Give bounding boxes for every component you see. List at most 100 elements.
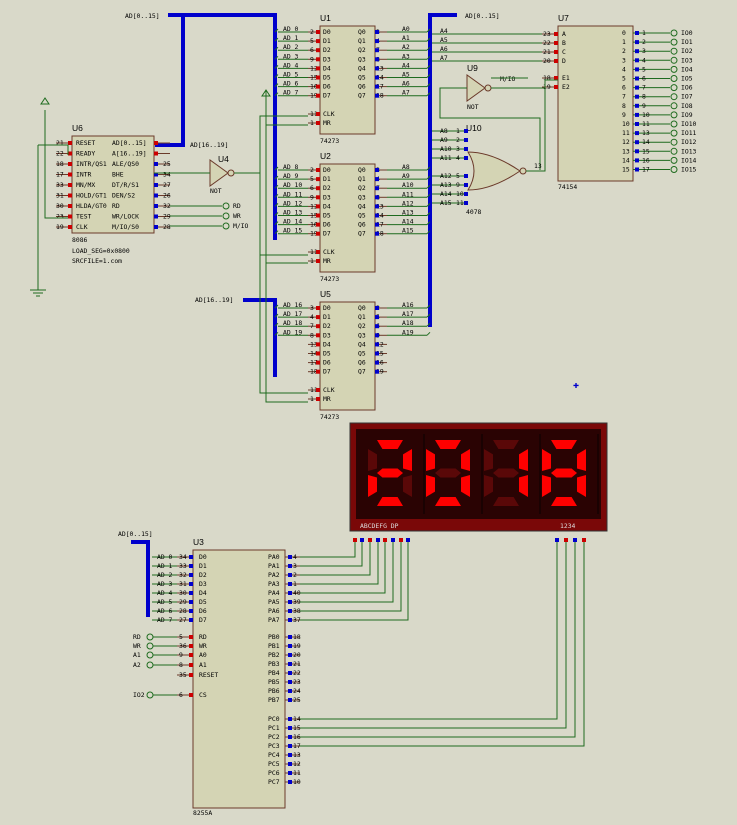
pin-marker: [68, 183, 72, 187]
gate-u9[interactable]: U9 NOT M/IO: [439, 63, 558, 170]
pin-marker: [554, 59, 558, 63]
pin-marker: [288, 771, 292, 775]
pin-marker: [464, 147, 468, 151]
pin-marker: [288, 762, 292, 766]
u7-out-label: 6: [622, 84, 626, 92]
segment-f: [484, 449, 493, 471]
u3-pb-label: PB0: [268, 633, 280, 641]
pin-marker: [375, 351, 379, 356]
chip-u5-body[interactable]: [319, 301, 376, 411]
u7-e-pin: 19: [543, 83, 551, 91]
chip-u5-ref: U5: [320, 289, 331, 299]
u10-in-pin: 9: [456, 181, 460, 189]
u3-pc-label: PC0: [268, 715, 280, 723]
pin-marker: [464, 156, 468, 160]
net-label-in: AD 9: [283, 172, 299, 180]
u7-e-label: E2: [562, 83, 570, 91]
u3-pa-pin: 1: [293, 580, 297, 588]
gate-u9-body[interactable]: [466, 74, 486, 102]
net-label-in: AD 0: [283, 25, 299, 33]
u3-ctl-net: A1: [133, 651, 141, 659]
gate-u10-out-pin: 13: [534, 162, 542, 170]
gate-u4[interactable]: U4 NOT: [154, 115, 308, 394]
u7-out-pin: 8: [642, 93, 646, 101]
latch-pin-in: 6: [310, 46, 314, 54]
latch-pin-mr: 1: [310, 257, 314, 265]
pin-marker: [288, 564, 292, 568]
u7-out-net: IO0: [681, 29, 693, 37]
u3-ctl-pin: 36: [179, 642, 187, 650]
latch-q-label: Q1: [358, 313, 366, 321]
latch-d-label: D5: [323, 74, 331, 82]
pin-marker: [288, 635, 292, 639]
chip-u1[interactable]: U174273D0Q023AD 0A0D1Q154AD 1A1D2Q267AD …: [274, 13, 431, 145]
pin-marker: [189, 693, 193, 697]
latch-d-label: D3: [323, 331, 331, 339]
pin-marker: [154, 141, 158, 145]
segment-a: [435, 440, 461, 449]
latch-d-label: D6: [323, 221, 331, 229]
chip-u1-body[interactable]: [319, 25, 376, 135]
chip-u5-part: 74273: [320, 413, 339, 421]
u7-out-pin: 11: [642, 120, 650, 128]
latch-q-label: Q3: [358, 193, 366, 201]
net-label-in: AD 12: [283, 199, 302, 207]
u3-ctl-label: RD: [199, 633, 207, 641]
net-label-out: A19: [402, 328, 414, 336]
u3-pb-pin: 18: [293, 633, 301, 641]
chip-u3-body[interactable]: [192, 549, 286, 809]
chip-u2-body[interactable]: [319, 163, 376, 273]
pin-marker: [635, 131, 639, 136]
latch-d-label: D2: [323, 184, 331, 192]
chip-u7-body[interactable]: [557, 25, 634, 182]
u7-out-pin: 1: [642, 29, 646, 37]
segment-b: [403, 449, 412, 471]
u3-pa-pin: 3: [293, 562, 297, 570]
u3-pa-label: PA1: [268, 562, 280, 570]
bus-u5-in: [243, 298, 277, 377]
u3-pb-label: PB2: [268, 651, 280, 659]
u7-in-net: A6: [440, 45, 448, 53]
u7-out-net: IO8: [681, 102, 693, 110]
chip-u7-part: 74154: [558, 183, 577, 191]
bus-label-u5-in: AD[16..19]: [195, 296, 233, 304]
pin-marker: [316, 93, 320, 98]
gate-u10-body[interactable]: [467, 151, 521, 191]
pin-marker: [353, 538, 357, 542]
chip-u6[interactable]: U6 8086 LOAD_SEG=0x0800 SRCFILE=1.com RE…: [56, 123, 249, 265]
chip-u5[interactable]: U574273D0Q032AD 16A16D1Q145AD 17A17D2Q27…: [274, 289, 431, 421]
u3-left-net: AD 0: [157, 553, 173, 561]
pin-marker: [375, 204, 379, 209]
pin-marker: [288, 671, 292, 675]
pin-marker: [316, 231, 320, 236]
chip-u6-body[interactable]: [71, 135, 155, 234]
u7-out-pin: 15: [642, 147, 650, 155]
chip-u2[interactable]: U274273D0Q023AD 8A8D1Q154AD 9A9D2Q267AD …: [274, 151, 431, 283]
pin-marker: [189, 673, 193, 677]
pin-marker: [288, 555, 292, 559]
u3-pb-pin: 20: [293, 651, 301, 659]
u7-out-label: 0: [622, 29, 626, 37]
u3-pc-label: PC5: [268, 760, 280, 768]
pin-marker: [316, 342, 320, 347]
latch-pin-in: 8: [310, 331, 314, 339]
u3-ctl-label: A1: [199, 661, 207, 669]
pin-marker: [375, 75, 379, 80]
u7-in-pin: 21: [543, 48, 551, 56]
segment-f: [368, 449, 377, 471]
u7-out-label: 5: [622, 75, 626, 83]
net-label-in: AD 14: [283, 218, 302, 226]
u3-pa-label: PA3: [268, 580, 280, 588]
u10-in-pin: 10: [456, 190, 464, 198]
u6-net-0: RD: [233, 202, 241, 210]
u7-out-label: 10: [622, 120, 630, 128]
u3-pb-pin: 24: [293, 687, 301, 695]
pin-marker: [68, 225, 72, 229]
vcc-wire: [44, 110, 68, 219]
latch-d-label: D3: [323, 193, 331, 201]
segment-f: [542, 449, 551, 471]
u3-ctl-pin: 6: [179, 691, 183, 699]
